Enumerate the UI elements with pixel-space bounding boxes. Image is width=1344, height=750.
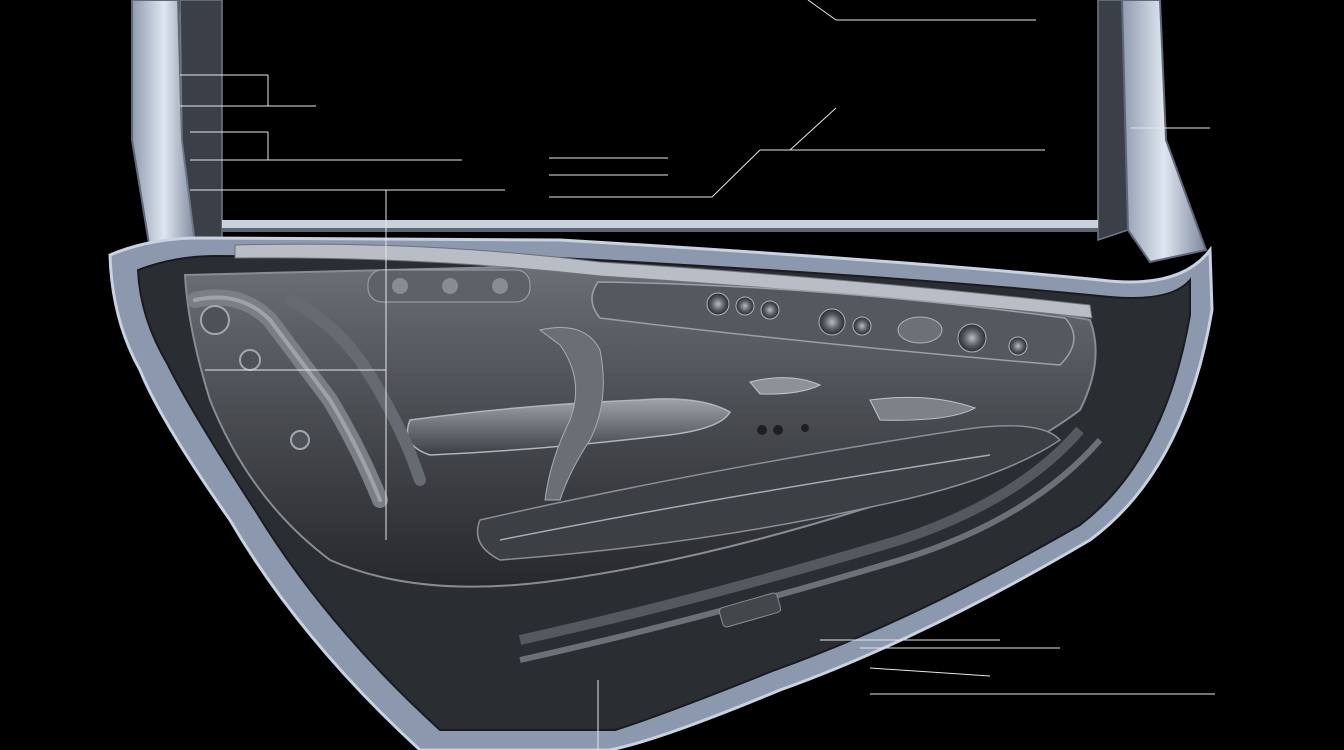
window-regulator-mechanism [187,289,1103,663]
window-frame [131,0,1208,264]
armrest-assembly [406,327,1062,561]
callout-lines [180,0,1215,750]
